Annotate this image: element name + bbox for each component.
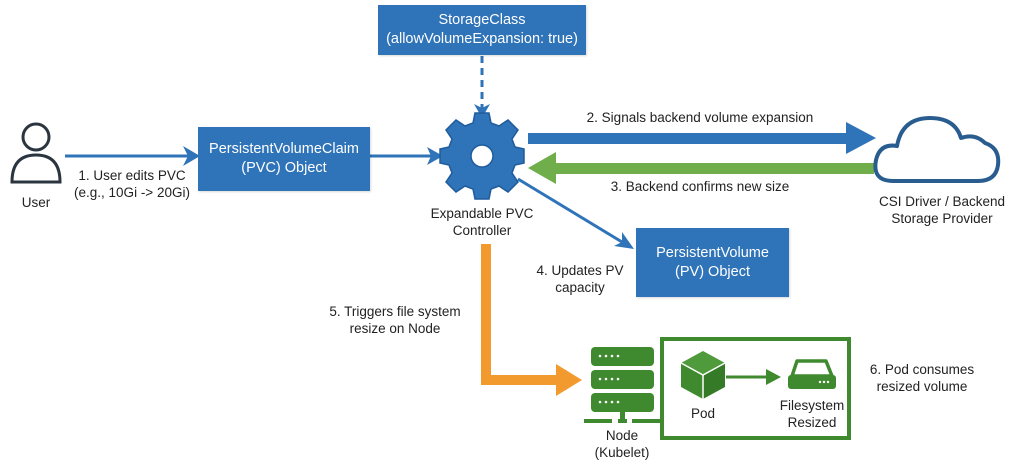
storageclass-box[interactable]: StorageClass (allowVolumeExpansion: true… (378, 5, 586, 55)
cube-icon (680, 351, 726, 399)
step5-line1: 5. Triggers file system (329, 304, 461, 319)
step4-line1: 4. Updates PV (536, 263, 624, 278)
step4-label: 4. Updates PV capacity (525, 262, 635, 296)
user-icon (10, 122, 62, 184)
step2-label: 2. Signals backend volume expansion (560, 109, 840, 126)
pvc-box-line2: (PVC) Object (241, 160, 327, 176)
pvc-object-box[interactable]: PersistentVolumeClaim (PVC) Object (198, 127, 370, 191)
step2-line1: 2. Signals backend volume expansion (586, 110, 814, 125)
arrow-backend-confirms (528, 152, 874, 184)
arrow-storageclass-to-controller (474, 56, 490, 118)
step3-line1: 3. Backend confirms new size (610, 179, 790, 194)
csi-label: CSI Driver / Backend Storage Provider (862, 193, 1022, 227)
controller-label: Expandable PVC Controller (412, 205, 552, 239)
step5-line2: resize on Node (349, 321, 441, 336)
arrow-pvc-to-controller (370, 147, 443, 165)
storageclass-box-line1: StorageClass (438, 12, 526, 28)
controller-line1: Expandable PVC (430, 206, 534, 221)
csi-line2: Storage Provider (891, 211, 993, 226)
step1-label: 1. User edits PVC (e.g., 10Gi -> 20Gi) (62, 167, 202, 201)
arrow-user-to-pvc (65, 146, 200, 166)
storageclass-box-line2: (allowVolumeExpansion: true) (386, 31, 578, 47)
step1-line1: 1. User edits PVC (78, 168, 186, 183)
gear-icon (439, 112, 525, 200)
step6-line1: 6. Pod consumes (869, 362, 975, 377)
node-line1: Node (605, 428, 639, 443)
arrow-trigger-resize (481, 244, 582, 396)
controller-line2: Controller (452, 223, 512, 238)
pod-label: Pod (690, 406, 716, 421)
filesystem-line2: Resized (787, 415, 837, 430)
step5-label: 5. Triggers file system resize on Node (310, 303, 480, 337)
step4-line2: capacity (555, 280, 605, 295)
pvc-box-line1: PersistentVolumeClaim (209, 141, 359, 157)
step3-label: 3. Backend confirms new size (590, 178, 810, 195)
node-workload-box (660, 337, 851, 440)
cloud-icon (873, 116, 1001, 183)
filesystem-line1: Filesystem (779, 398, 845, 413)
node-line2: (Kubelet) (594, 445, 650, 460)
csi-line1: CSI Driver / Backend (878, 194, 1006, 209)
pv-object-box[interactable]: PersistentVolume (PV) Object (636, 228, 789, 297)
server-icon (584, 347, 660, 423)
pv-box-line1: PersistentVolume (656, 244, 769, 261)
filesystem-label: Filesystem Resized (762, 397, 862, 431)
arrow-controller-to-pv (517, 177, 634, 249)
pv-box-line2: (PV) Object (675, 263, 750, 280)
user-label: User (21, 195, 51, 210)
disk-icon (788, 359, 836, 389)
step6-line2: resized volume (876, 379, 968, 394)
arrow-pod-to-filesystem (726, 369, 781, 385)
step1-line2: (e.g., 10Gi -> 20Gi) (74, 185, 190, 200)
step6-label: 6. Pod consumes resized volume (857, 361, 987, 395)
arrow-signal-backend (528, 122, 876, 154)
node-label: Node (Kubelet) (582, 427, 662, 461)
